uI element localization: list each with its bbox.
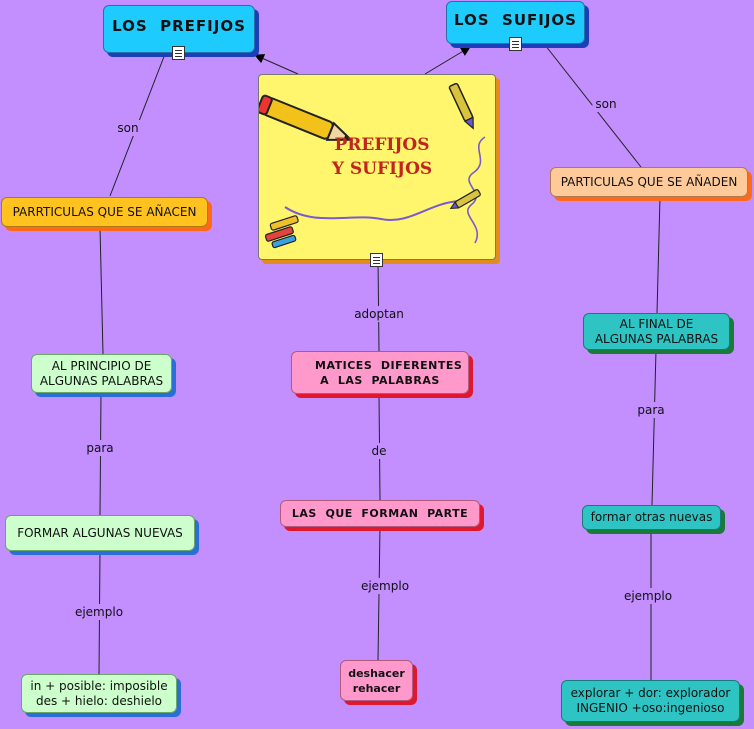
document-icon[interactable] [172,46,185,60]
link-label-para-left: para [83,440,117,456]
link-label-son-left: son [114,120,142,136]
link-label-ejemplo-right: ejemplo [620,588,676,604]
node-particulas-que-se-anaden[interactable]: PARTICULAS QUE SE AÑADEN [550,167,748,197]
center-title: PREFIJOS Y SUFIJOS [331,135,433,179]
link-label-ejemplo-left: ejemplo [71,604,127,620]
node-parrticulas-que-se-anacen[interactable]: PARRTICULAS QUE SE AÑACEN [1,197,208,227]
node-formar-otras-nuevas[interactable]: formar otras nuevas [582,505,721,530]
node-formar-algunas-nuevas[interactable]: FORMAR ALGUNAS NUEVAS [5,515,195,551]
pencil-icon [259,82,486,249]
node-label: PARTICULAS QUE SE AÑADEN [560,174,738,189]
node-label: formar otras nuevas [590,510,713,524]
node-center-image[interactable]: PREFIJOS Y SUFIJOS [258,74,496,260]
link-label-para-right: para [634,402,668,418]
node-las-que-forman-parte[interactable]: LAS QUE FORMAN PARTE [280,500,480,527]
node-label: LAS QUE FORMAN PARTE [291,507,469,520]
link-label-de: de [368,443,390,459]
document-icon[interactable] [509,37,522,51]
node-label: LOS PREFIJOS [112,16,246,35]
node-label: LOS SUFIJOS [454,11,577,29]
link-label-ejemplo-center: ejemplo [357,578,413,594]
node-los-prefijos[interactable]: LOS PREFIJOS [103,5,255,53]
node-label: PARRTICULAS QUE SE AÑACEN [12,204,197,219]
document-icon[interactable] [370,253,383,267]
link-label-son-right: son [592,96,620,112]
link-label-adoptan: adoptan [351,306,407,322]
node-label: FORMAR ALGUNAS NUEVAS [17,525,183,540]
